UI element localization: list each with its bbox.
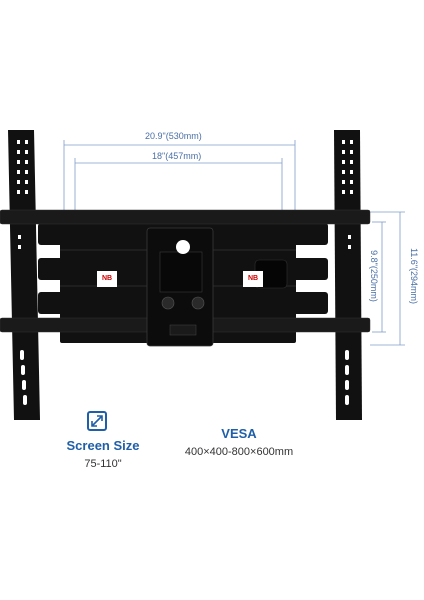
outer-height-label: 11.6"(294mm) bbox=[409, 247, 419, 305]
dimension-lines bbox=[63, 140, 405, 346]
brand-logo-right: NB bbox=[243, 271, 263, 287]
center-wall-plate bbox=[146, 227, 214, 347]
brand-logo-left: NB bbox=[97, 271, 117, 287]
right-vertical-bracket bbox=[334, 130, 362, 420]
inner-height-label: 9.8"(250mm) bbox=[369, 250, 379, 302]
diagonal-arrow-icon bbox=[87, 411, 107, 431]
logo-text: NB bbox=[101, 275, 113, 282]
vesa-range: 400×400-800×600mm bbox=[184, 446, 294, 458]
left-vertical-bracket bbox=[8, 130, 40, 420]
inner-width-label: 18"(457mm) bbox=[152, 151, 202, 161]
screen-size-range: 75-110" bbox=[84, 458, 122, 470]
vesa-title: VESA bbox=[221, 426, 257, 441]
screen-size-title: Screen Size bbox=[66, 438, 140, 453]
logo-text: NB bbox=[247, 275, 259, 282]
outer-width-label: 20.9"(530mm) bbox=[145, 131, 202, 141]
